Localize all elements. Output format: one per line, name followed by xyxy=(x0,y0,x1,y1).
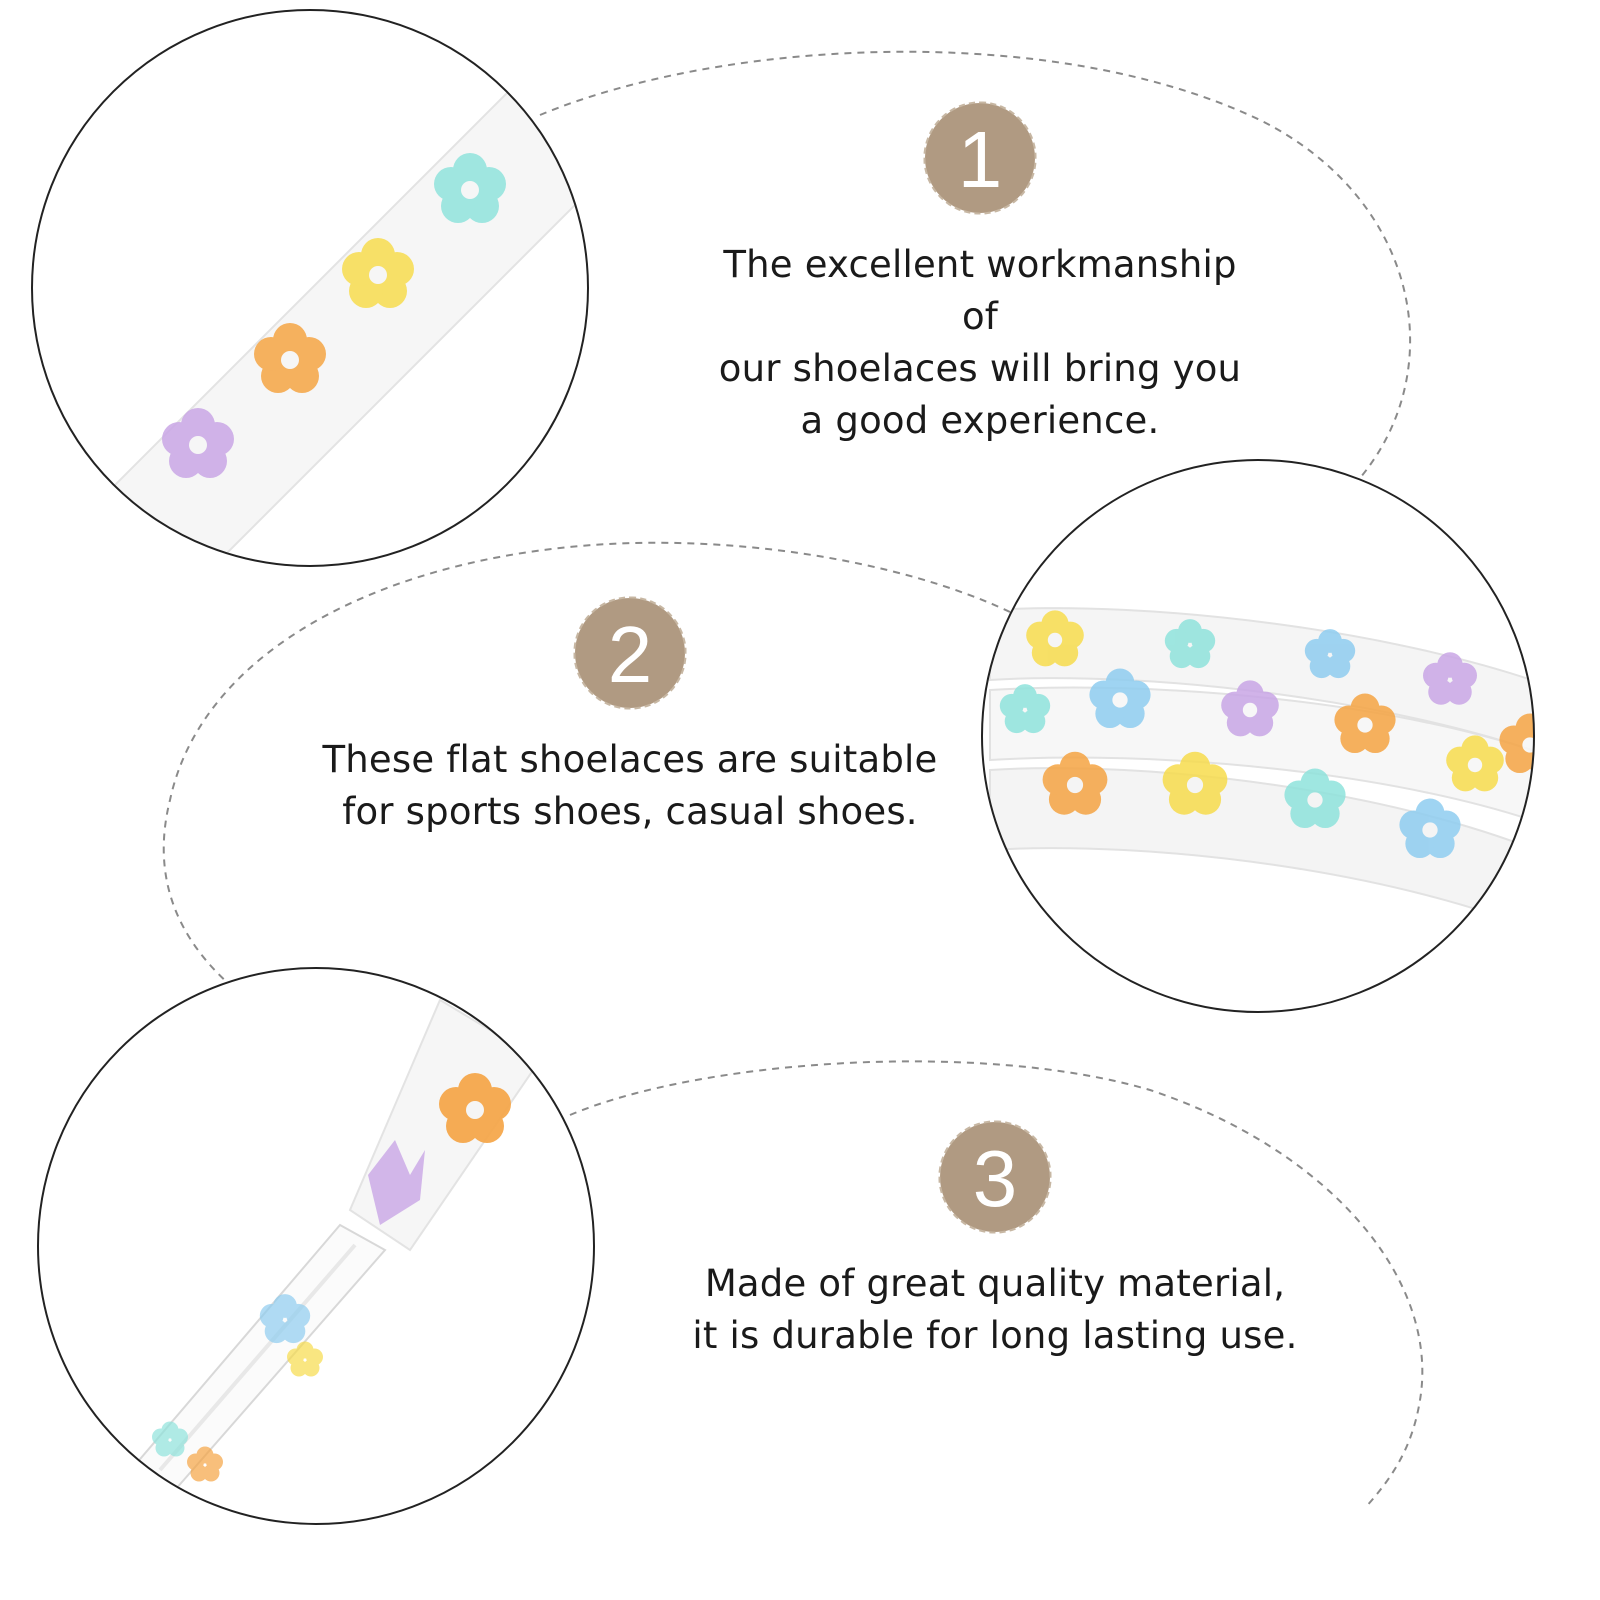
feature-block-2: 2 These flat shoelaces are suitable for … xyxy=(320,598,940,838)
step-number-badge: 3 xyxy=(940,1122,1050,1232)
lace-closeup-circle-bottom xyxy=(37,967,595,1525)
flower-pattern-icon xyxy=(162,153,506,478)
flower-pattern-icon xyxy=(439,1073,511,1143)
feature-description: These flat shoelaces are suitable for sp… xyxy=(322,738,938,833)
dashed-connector-lines xyxy=(162,50,1424,1509)
feature-block-3: 3 Made of great quality material, it is … xyxy=(690,1122,1300,1362)
feature-description: The excellent workmanship of our shoelac… xyxy=(718,243,1242,442)
step-number: 1 xyxy=(957,115,1003,204)
lace-closeup-circle-right xyxy=(981,459,1535,1013)
step-number-badge: 2 xyxy=(575,598,685,708)
feature-block-1: 1 The excellent workmanship of our shoel… xyxy=(700,103,1260,447)
step-number-badge: 1 xyxy=(925,103,1035,213)
lace-closeup-circle-top xyxy=(31,9,589,567)
feature-description: Made of great quality material, it is du… xyxy=(692,1262,1298,1357)
step-number: 3 xyxy=(972,1134,1018,1223)
step-number: 2 xyxy=(607,610,653,699)
